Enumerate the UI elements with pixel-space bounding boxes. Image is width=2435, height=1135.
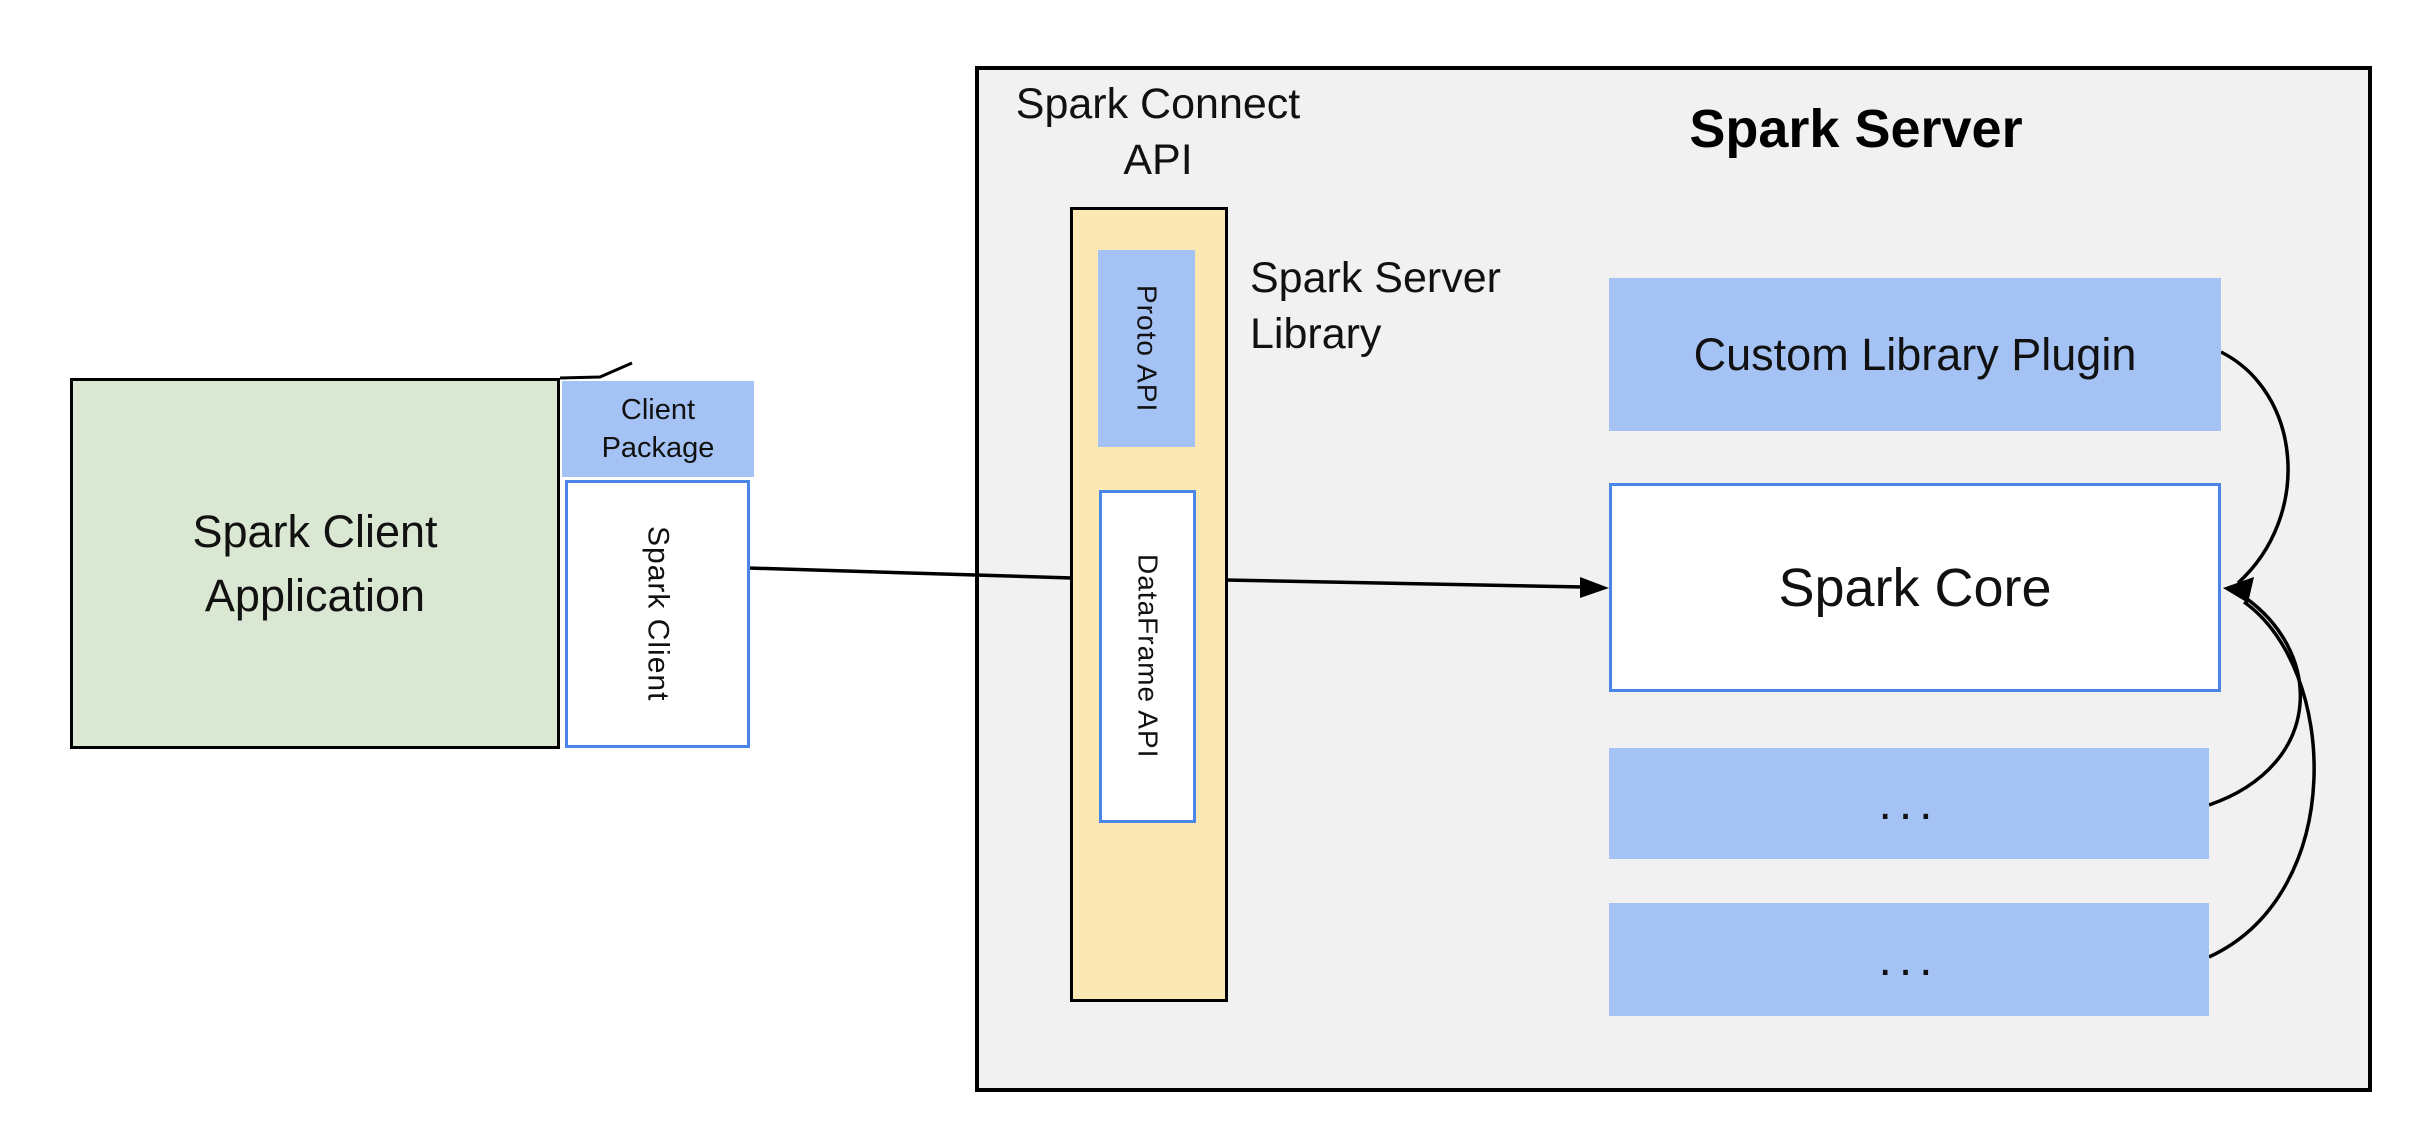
spark-client-application-box: Spark Client Application <box>70 378 560 749</box>
spark-core-box: Spark Core <box>1609 483 2221 692</box>
server-ellipsis-1-label: ... <box>1878 777 1940 830</box>
green-box-corner-tick <box>559 361 633 380</box>
client-package-label: Client Package <box>601 394 715 464</box>
plugin-to-core-arc <box>2220 350 2290 585</box>
spark-client-application-label: Spark Client Application <box>192 505 438 621</box>
spark-client-label: Spark Client <box>641 526 675 702</box>
client-to-core-arrow-segment-right <box>1224 578 1585 589</box>
client-to-core-arrowhead <box>1580 577 1609 598</box>
dataframe-api-label: DataFrame API <box>1132 554 1164 759</box>
spark-core-label: Spark Core <box>1778 557 2052 618</box>
custom-library-plugin-box: Custom Library Plugin <box>1609 278 2221 431</box>
spark-connect-api-label: Spark Connect API <box>1015 80 1301 184</box>
spark-client-box: Spark Client <box>565 480 750 748</box>
server-ellipsis-box-2: ... <box>1609 903 2209 1016</box>
client-package-box: Client Package <box>562 381 754 477</box>
proto-api-box: Proto API <box>1098 250 1195 447</box>
dataframe-api-box: DataFrame API <box>1099 490 1196 823</box>
ellipsis1-to-core-arc <box>2208 592 2303 807</box>
proto-api-label: Proto API <box>1131 284 1163 413</box>
server-ellipsis-2-label: ... <box>1878 933 1940 986</box>
client-to-core-arrow-segment-left <box>747 566 1073 580</box>
ellipsis2-to-core-arc <box>2208 600 2316 959</box>
custom-library-plugin-label: Custom Library Plugin <box>1693 328 2137 380</box>
spark-server-library-label: Spark Server Library <box>1250 254 1501 358</box>
spark-server-title: Spark Server <box>1689 99 2023 159</box>
arcs-to-core-arrowhead <box>2223 577 2254 603</box>
server-ellipsis-box-1: ... <box>1609 748 2209 859</box>
